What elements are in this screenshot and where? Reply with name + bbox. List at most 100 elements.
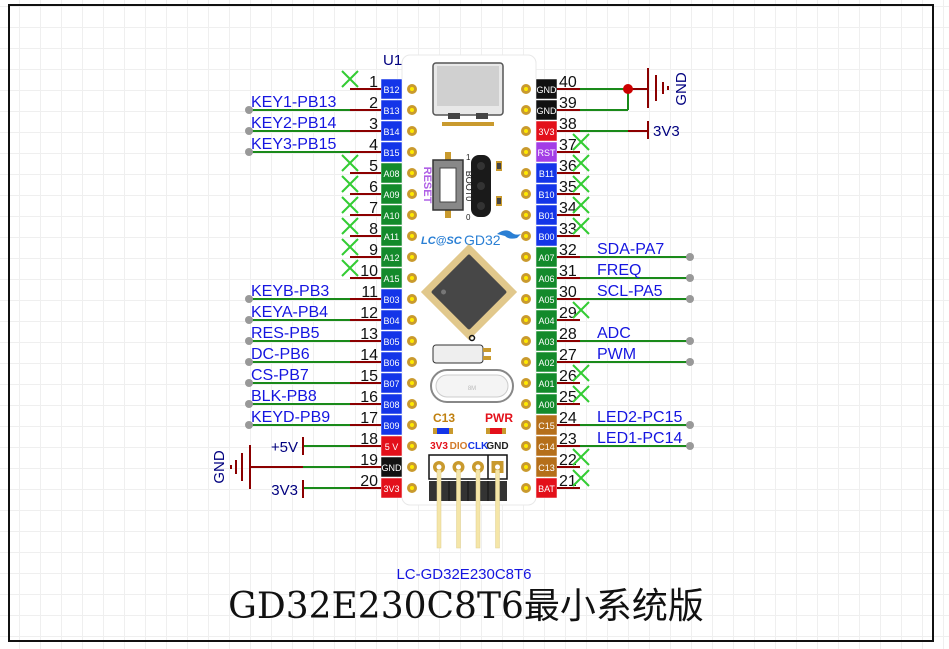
net-port-icon[interactable]	[245, 379, 253, 387]
pin-number: 31	[559, 263, 577, 280]
led-pwr	[486, 428, 506, 434]
net-port-icon[interactable]	[686, 358, 694, 366]
pin-18[interactable]: 5 V18	[303, 431, 417, 457]
pin-1[interactable]: B12 1	[341, 70, 417, 100]
pin-name: A00	[538, 400, 554, 410]
power-plus5v-left: +5V	[271, 437, 304, 456]
pin-number: 4	[369, 137, 378, 154]
pin-name: C15	[538, 421, 555, 431]
net-port-icon[interactable]	[245, 400, 253, 408]
pin-number: 36	[559, 158, 577, 175]
pin-name: B04	[383, 316, 399, 326]
designator-label: U1	[383, 52, 402, 69]
pin-number: 37	[559, 137, 577, 154]
net-port-icon[interactable]	[686, 274, 694, 282]
pin-name: GND	[382, 463, 403, 473]
pin-name: C14	[538, 442, 555, 452]
pin-number: 26	[559, 368, 577, 385]
part-name-label: LC-GD32E230C8T6	[396, 566, 531, 583]
header-pin-label: DIO	[450, 441, 468, 452]
net-port-icon[interactable]	[245, 421, 253, 429]
swd-header	[428, 454, 508, 549]
pin-number: 39	[559, 95, 577, 112]
net-port-icon[interactable]	[245, 337, 253, 345]
net-port-icon[interactable]	[245, 295, 253, 303]
pin-name: 3V3	[538, 127, 554, 137]
pin-name: A09	[383, 190, 399, 200]
pin-name: B07	[383, 379, 399, 389]
net-port-icon[interactable]	[245, 316, 253, 324]
net-port-icon[interactable]	[245, 148, 253, 156]
pin-number: 1	[369, 74, 378, 91]
power-3v3-left: 3V3	[271, 480, 304, 499]
reset-label: RESET	[421, 167, 433, 204]
sheet-title: GD32E230C8T6最小系统版	[228, 586, 704, 627]
pin-6[interactable]: A09 6	[341, 175, 417, 205]
pin-name: B12	[383, 85, 399, 95]
header-pin-label: CLK	[468, 441, 489, 452]
pin-name: GND	[537, 85, 558, 95]
pin-number: 6	[369, 179, 378, 196]
net-port-icon[interactable]	[686, 421, 694, 429]
net-port-icon[interactable]	[245, 358, 253, 366]
net-port-icon[interactable]	[686, 295, 694, 303]
net-label: DC-PB6	[251, 346, 310, 363]
pcb-module[interactable]: RESET BOOT0 1 0 LC@SC GD32	[401, 54, 537, 549]
net-port-icon[interactable]	[686, 442, 694, 450]
net-port-icon[interactable]	[686, 337, 694, 345]
svg-text:GND: GND	[673, 72, 690, 106]
net-port-icon[interactable]	[245, 127, 253, 135]
pin-name: A06	[538, 274, 554, 284]
pin-name: B10	[538, 190, 554, 200]
ground-symbol-right: GND	[647, 68, 690, 108]
pin-number: 8	[369, 221, 378, 238]
pin-number: 11	[361, 284, 378, 301]
pin-number: 28	[559, 326, 577, 343]
pin-name: B00	[538, 232, 554, 242]
net-port-icon[interactable]	[245, 106, 253, 114]
boot0-label: BOOT0	[464, 171, 474, 202]
pin-number: 14	[360, 347, 378, 364]
pin-number: 18	[360, 431, 378, 448]
net-port-icon[interactable]	[686, 253, 694, 261]
pin-name: B09	[383, 421, 399, 431]
